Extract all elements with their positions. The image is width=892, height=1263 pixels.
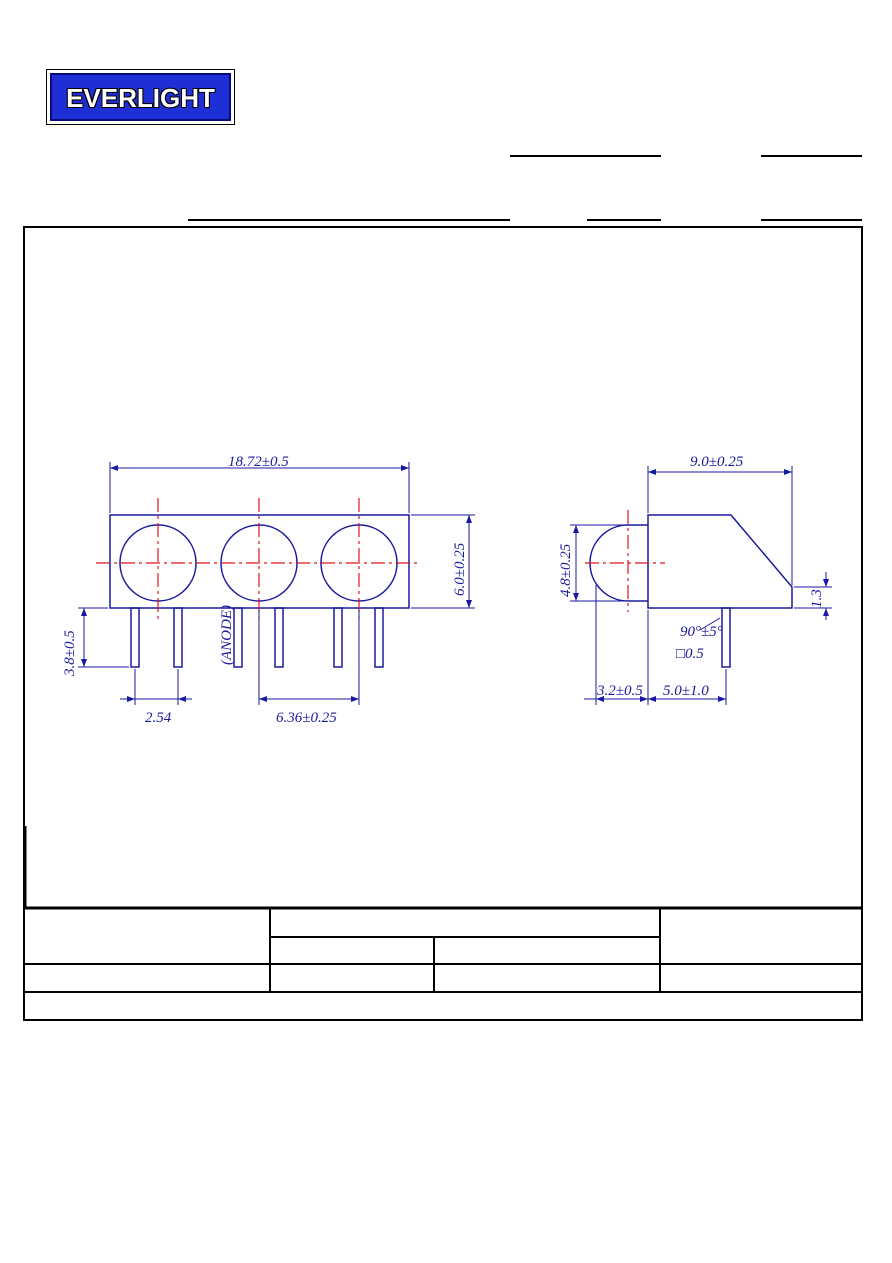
dim-lead-pitch: 2.54 [145, 710, 172, 726]
side-view-body [589, 514, 793, 668]
front-view-leads [130, 607, 384, 668]
dim-lens-height: 4.8±0.25 [558, 543, 574, 597]
front-view-arrows [81, 465, 472, 702]
front-view-centerlines [96, 498, 420, 622]
dim-bend-angle: 90°±5° [680, 624, 723, 640]
side-view-arrows [573, 469, 829, 702]
everlight-logo: EVERLIGHT [46, 69, 235, 125]
header-field-line [510, 155, 661, 157]
front-view-dimension-lines [78, 462, 475, 705]
dim-depth: 9.0±0.25 [690, 454, 744, 470]
title-block [23, 826, 863, 993]
dim-lens-offset: 3.2±0.5 [596, 683, 643, 699]
anode-label: (ANODE) [219, 605, 235, 665]
side-view-centerlines [585, 510, 665, 612]
logo-text: EVERLIGHT [66, 83, 215, 113]
header-field-line [587, 219, 661, 221]
dim-led-pitch: 6.36±0.25 [276, 710, 337, 726]
dim-height-front: 6.0±0.25 [452, 542, 468, 596]
drawing-frame [23, 226, 863, 1021]
dim-offset: 1.3 [809, 589, 825, 608]
header-field-line [761, 219, 862, 221]
dim-lead-offset: 5.0±1.0 [663, 683, 709, 699]
dim-width-total: 18.72±0.5 [228, 454, 289, 470]
dim-lead-length: 3.8±0.5 [62, 630, 78, 677]
dim-lead-square: □0.5 [676, 646, 704, 662]
side-view-dimension-lines [570, 466, 832, 705]
header-field-line [761, 155, 862, 157]
header-field-line [188, 219, 510, 221]
